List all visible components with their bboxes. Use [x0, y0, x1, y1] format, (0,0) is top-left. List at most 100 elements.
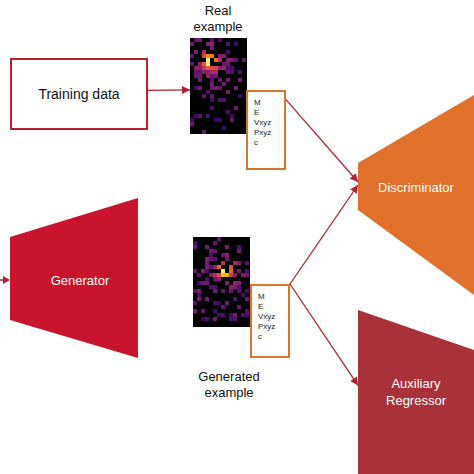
heatmap-pixel [230, 58, 234, 62]
heatmap-pixel [214, 70, 218, 74]
heatmap-pixel [210, 86, 214, 90]
heatmap-pixel [238, 94, 242, 98]
heatmap-pixel [197, 293, 201, 297]
heatmap-pixel [194, 38, 198, 42]
heatmap-pixel [197, 273, 201, 277]
flow-arrow [148, 89, 190, 91]
heatmap-pixel [205, 297, 209, 301]
heatmap-pixel [190, 62, 194, 66]
heatmap-pixel [222, 98, 226, 102]
heatmap-pixel [237, 289, 241, 293]
heatmap-pixel [229, 273, 233, 277]
heatmap-pixel [222, 82, 226, 86]
heatmap-pixel [214, 66, 218, 70]
regressor-network: Auxiliary Regressor [358, 310, 474, 474]
trapezoid [358, 95, 474, 295]
heatmap-pixel [237, 269, 241, 273]
heatmap-pixel [194, 74, 198, 78]
heatmap-pixel [210, 38, 214, 42]
heatmap-pixel [213, 265, 217, 269]
heatmap-pixel [225, 281, 229, 285]
heatmap-pixel [221, 313, 225, 317]
heatmap-pixel [237, 245, 241, 249]
heatmap-pixel [205, 269, 209, 273]
input-arrow-head [3, 276, 10, 284]
heatmap-pixel [193, 309, 197, 313]
heatmap-pixel [206, 42, 210, 46]
heatmap-pixel [214, 86, 218, 90]
heatmap-pixel [205, 261, 209, 265]
heatmap-pixel [221, 269, 225, 273]
heatmap-pixel [233, 317, 237, 321]
heatmap-pixel [217, 265, 221, 269]
network-shape [358, 310, 474, 474]
heatmap-pixel [198, 70, 202, 74]
heatmap-pixel [193, 269, 197, 273]
heatmap-pixel [202, 62, 206, 66]
heatmap-pixel [229, 289, 233, 293]
heatmap-pixel [206, 114, 210, 118]
heatmap-pixel [194, 70, 198, 74]
heatmap-pixel [198, 38, 202, 42]
heatmap-pixel [225, 253, 229, 257]
heatmap-pixel [226, 78, 230, 82]
heatmap-pixel [193, 241, 197, 245]
heatmap-pixel [221, 261, 225, 265]
node-label: Training data [38, 86, 119, 102]
heatmap-pixel [213, 277, 217, 281]
heatmap-pixel [202, 94, 206, 98]
heatmap-pixel [217, 313, 221, 317]
heatmap-pixel [237, 249, 241, 253]
trapezoid [10, 198, 138, 358]
heatmap-pixel [202, 50, 206, 54]
heatmap-pixel [194, 114, 198, 118]
heatmap-pixel [209, 285, 213, 289]
heatmap-pixel [222, 54, 226, 58]
heatmap-pixel [233, 313, 237, 317]
heatmap-pixel [201, 269, 205, 273]
heatmap-pixel [241, 313, 245, 317]
heatmap-image [190, 38, 247, 134]
heatmap-pixel [209, 265, 213, 269]
heatmap-pixel [213, 289, 217, 293]
heatmap-pixel [209, 273, 213, 277]
heatmap-pixel [225, 301, 229, 305]
flow-arrow [290, 284, 358, 385]
heatmap-pixel [201, 309, 205, 313]
heatmap-pixel [214, 74, 218, 78]
heatmap-pixel [210, 54, 214, 58]
heatmap-pixel [234, 42, 238, 46]
heatmap-pixel [225, 257, 229, 261]
heatmap-pixel [190, 122, 194, 126]
heatmap-pixel [218, 58, 222, 62]
heatmap-pixel [229, 317, 233, 321]
heatmap-pixel [226, 50, 230, 54]
heatmap-pixel [190, 54, 194, 58]
heatmap-pixel [214, 58, 218, 62]
heatmap-pixel [190, 42, 194, 46]
heatmap-pixel [210, 82, 214, 86]
heatmap-pixel [229, 265, 233, 269]
heatmap-pixel [202, 70, 206, 74]
heatmap-pixel [213, 249, 217, 253]
heatmap-pixel [210, 74, 214, 78]
heatmap-pixel [234, 86, 238, 90]
trapezoid [358, 310, 474, 474]
heatmap-pixel [202, 130, 206, 134]
heatmap-pixel [226, 110, 230, 114]
parameter-list: M E Vxyz Pxyz c [258, 292, 285, 342]
heatmap-pixel [226, 90, 230, 94]
heatmap-pixel [245, 297, 249, 301]
generator-network: Generator [10, 198, 138, 358]
parameter-list: M E Vxyz Pxyz c [254, 98, 281, 148]
heatmap-pixel [213, 309, 217, 313]
heatmap-pixel [218, 54, 222, 58]
network-shape [358, 95, 474, 295]
heatmap-pixel [210, 106, 214, 110]
heatmap-pixel [233, 285, 237, 289]
heatmap-pixel [225, 245, 229, 249]
heatmap-pixel [218, 38, 222, 42]
heatmap-pixel [205, 281, 209, 285]
heatmap-pixel [201, 281, 205, 285]
